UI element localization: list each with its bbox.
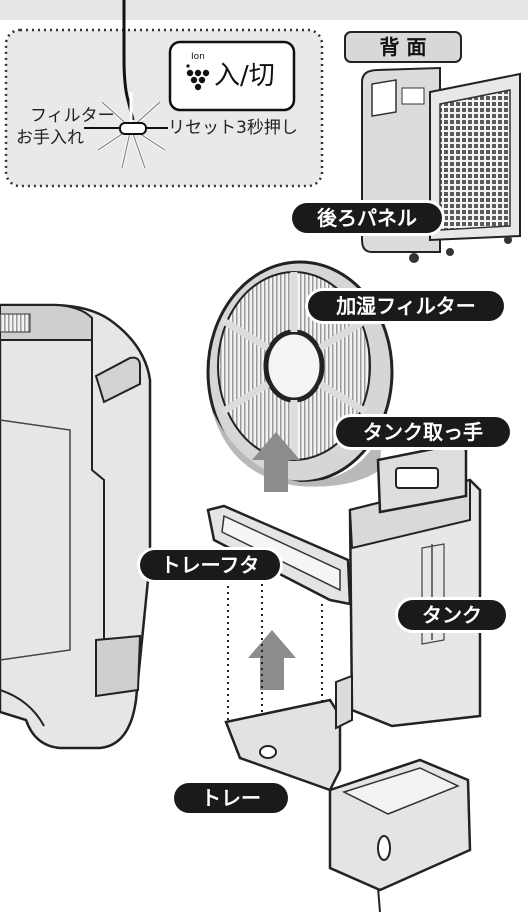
panel-title-box [344, 31, 462, 63]
control-panel [4, 0, 324, 188]
callout-tray: トレー [174, 783, 288, 813]
main-unit [0, 303, 152, 750]
callout-humid-filter: 加湿フィルター [308, 291, 504, 321]
callout-tray-lid: トレーフタ [140, 550, 280, 580]
power-button-label[interactable]: 入/切 [214, 61, 275, 91]
water-tank [348, 442, 482, 728]
filter-care-label-1: フィルター [30, 106, 115, 126]
ion-label: Ion [191, 52, 205, 62]
filter-reset-indicator[interactable] [119, 122, 147, 135]
callout-tank: タンク [398, 600, 506, 630]
callout-tank-handle: タンク取っ手 [336, 417, 510, 447]
ion-icon [186, 64, 210, 91]
top-strip [0, 0, 528, 20]
panel-title: 背 面 [379, 35, 427, 59]
filter-care-label-2: お手入れ [16, 128, 84, 148]
reset-label: リセット3秒押し [168, 118, 298, 138]
callout-rear-panel: 後ろパネル [292, 203, 442, 233]
power-button-box[interactable] [168, 40, 296, 112]
tray [224, 674, 472, 913]
